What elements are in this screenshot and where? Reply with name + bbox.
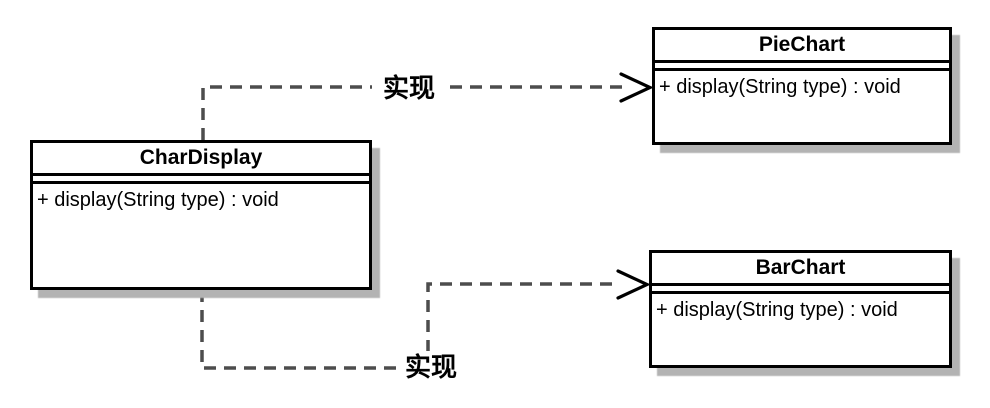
methods-compartment: + display(String type) : void xyxy=(33,184,369,287)
method-signature: + display(String type) : void xyxy=(656,299,898,321)
method-signature: + display(String type) : void xyxy=(659,76,901,98)
relation-label: 实现 xyxy=(372,72,446,104)
class-box-piechart: PieChart + display(String type) : void xyxy=(652,27,952,145)
class-box-barchart: BarChart + display(String type) : void xyxy=(649,250,952,368)
class-box-chardisplay: CharDisplay + display(String type) : voi… xyxy=(30,140,372,290)
method-signature: + display(String type) : void xyxy=(37,189,279,211)
class-name: BarChart xyxy=(652,253,949,286)
realization-arrowhead-icon xyxy=(616,269,651,300)
attributes-compartment xyxy=(652,286,949,294)
relation-label: 实现 xyxy=(396,351,466,383)
class-name: PieChart xyxy=(655,30,949,63)
attributes-compartment xyxy=(655,63,949,71)
realization-arrowhead-icon xyxy=(619,72,654,103)
attributes-compartment xyxy=(33,176,369,184)
methods-compartment: + display(String type) : void xyxy=(652,294,949,365)
class-name: CharDisplay xyxy=(33,143,369,176)
methods-compartment: + display(String type) : void xyxy=(655,71,949,142)
